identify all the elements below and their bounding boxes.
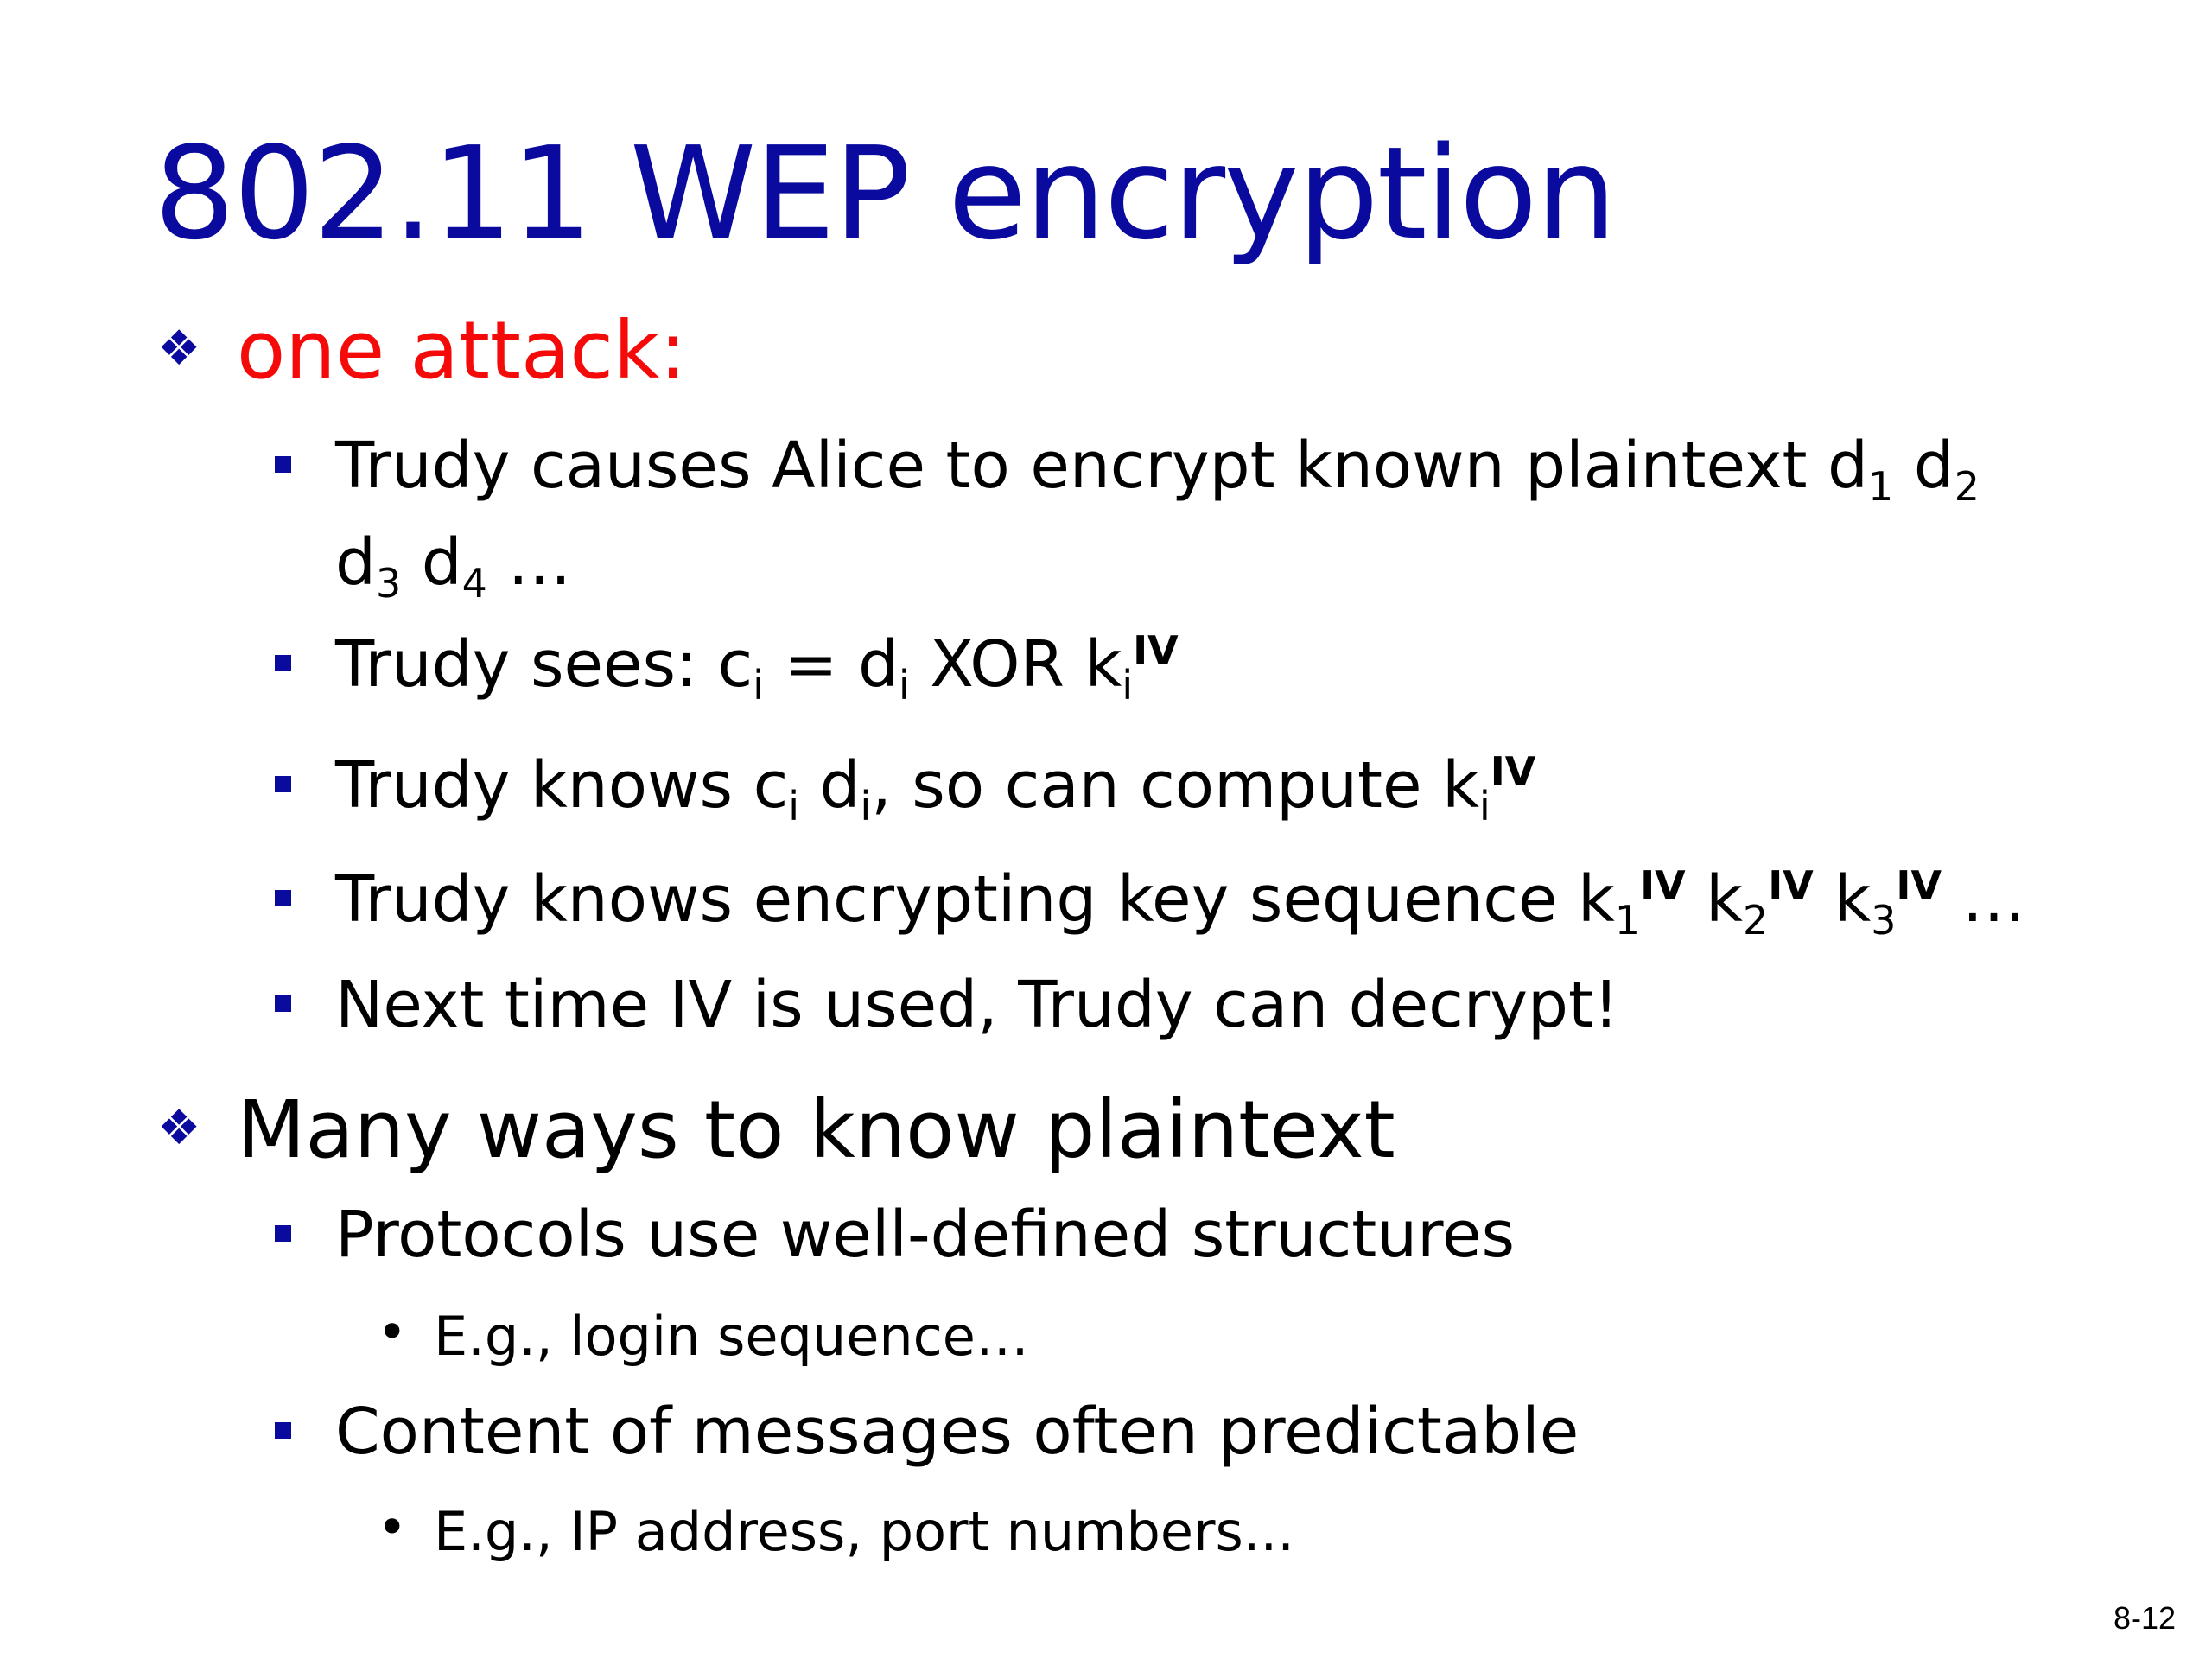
square-bullet-icon bbox=[275, 776, 291, 792]
bullet-ip-address: E.g., IP address, port numbers... bbox=[434, 1500, 1294, 1563]
square-bullet-icon bbox=[275, 456, 291, 473]
diamond-bullet-icon: ❖ bbox=[157, 1100, 201, 1156]
bullet-protocols: Protocols use well-defined structures bbox=[335, 1198, 1516, 1272]
page-number: 8-12 bbox=[2113, 1600, 2176, 1636]
bullet-trudy-knows-ci-di: Trudy knows ci di, so can compute kiIV bbox=[335, 747, 1536, 830]
bullet-login-sequence: E.g., login sequence… bbox=[434, 1305, 1029, 1368]
square-bullet-icon bbox=[275, 1225, 291, 1242]
diamond-bullet-icon: ❖ bbox=[157, 321, 201, 377]
dot-bullet-icon: • bbox=[377, 1497, 408, 1558]
bullet-trudy-causes: Trudy causes Alice to encrypt known plai… bbox=[335, 429, 1980, 510]
bullet-many-ways: Many ways to know plaintext bbox=[237, 1084, 1395, 1176]
bullet-trudy-causes-cont: d3 d4 … bbox=[335, 525, 572, 607]
bullet-trudy-sees: Trudy sees: ci = di XOR kiIV bbox=[335, 626, 1179, 709]
square-bullet-icon bbox=[275, 1422, 291, 1439]
dot-bullet-icon: • bbox=[377, 1302, 408, 1363]
square-bullet-icon bbox=[275, 995, 291, 1012]
bullet-one-attack: one attack: bbox=[237, 304, 687, 397]
bullet-content-predictable: Content of messages often predictable bbox=[335, 1395, 1580, 1469]
square-bullet-icon bbox=[275, 655, 291, 671]
page-title: 802.11 WEP encryption bbox=[154, 119, 1617, 268]
square-bullet-icon bbox=[275, 890, 291, 906]
bullet-next-time-iv: Next time IV is used, Trudy can decrypt! bbox=[335, 968, 1619, 1042]
bullet-trudy-knows-key-sequence: Trudy knows encrypting key sequence k1IV… bbox=[335, 861, 2026, 944]
